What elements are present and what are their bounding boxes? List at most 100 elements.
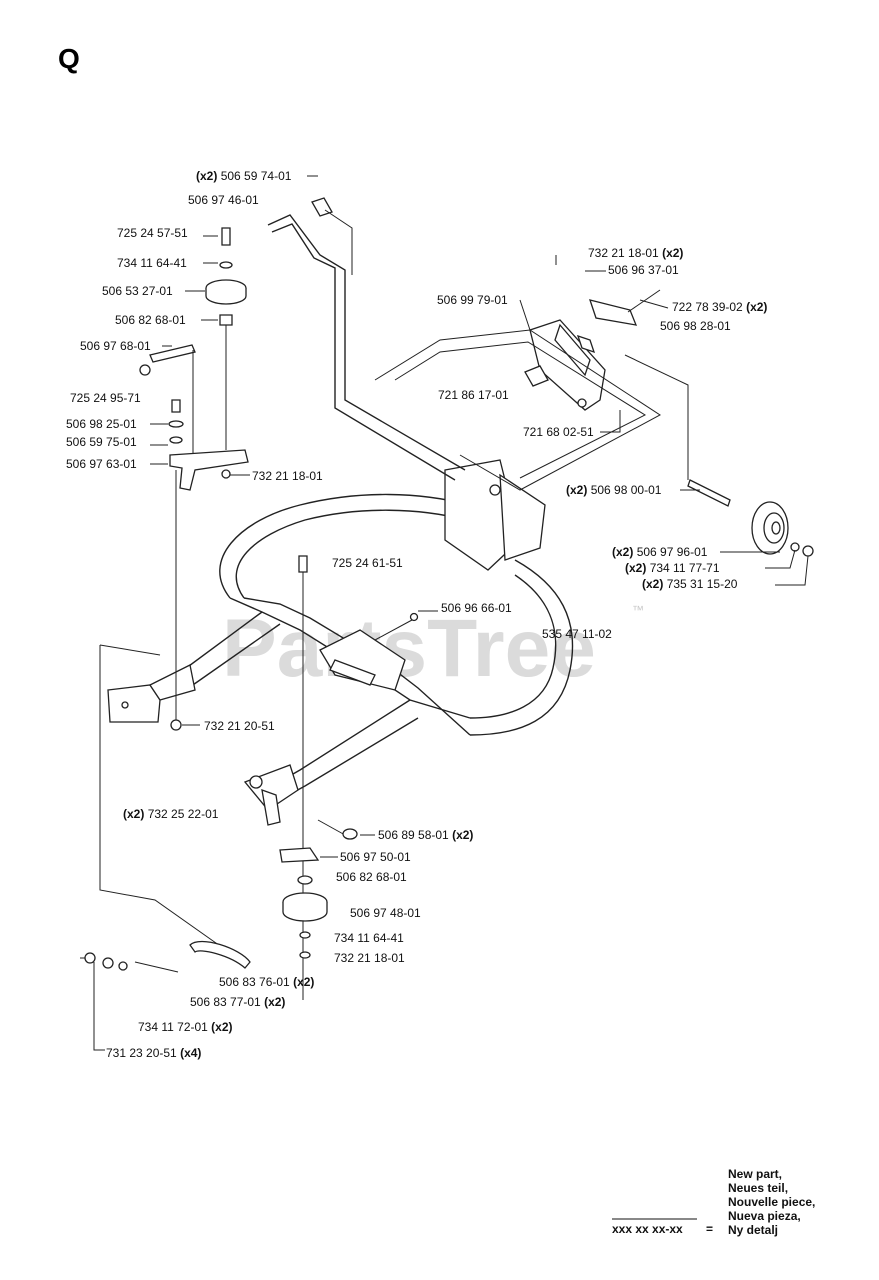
part-label: 731 23 20-51 (x4) (106, 1046, 201, 1060)
rear-wheel (624, 354, 814, 557)
part-number: 506 82 68-01 (336, 870, 407, 884)
quantity-prefix: (x2) (625, 561, 650, 575)
part-number: 506 82 68-01 (115, 313, 186, 327)
part-number: 506 97 68-01 (80, 339, 151, 353)
part-number: 721 86 17-01 (438, 388, 509, 402)
upper-left-pulley (205, 227, 247, 450)
left-mount-bracket (107, 664, 196, 723)
part-number: 506 59 74-01 (221, 169, 292, 183)
part-number: 506 97 50-01 (340, 850, 411, 864)
part-number: 725 24 61-51 (332, 556, 403, 570)
part-label: 506 98 28-01 (660, 319, 731, 333)
part-number: 734 11 77-71 (650, 561, 720, 575)
rear-plate (444, 459, 546, 571)
legend-equals: = (706, 1222, 713, 1236)
quantity-suffix: (x2) (659, 246, 684, 260)
height-adjust-bracket (374, 289, 661, 491)
front-bracket (243, 764, 299, 826)
part-label: 732 21 20-51 (204, 719, 275, 733)
quantity-suffix: (x2) (743, 300, 768, 314)
part-number: 734 11 72-01 (138, 1020, 208, 1034)
part-label: 506 97 48-01 (350, 906, 421, 920)
part-number: 506 97 96-01 (637, 545, 708, 559)
part-label: 506 89 58-01 (x2) (378, 828, 473, 842)
left-nut (170, 719, 182, 731)
part-label: 725 24 61-51 (332, 556, 403, 570)
part-label: 734 11 64-41 (117, 256, 187, 270)
watermark: PartsTree (222, 603, 596, 694)
part-label: 506 96 66-01 (441, 601, 512, 615)
lever-rod (267, 197, 466, 481)
part-number: 506 96 66-01 (441, 601, 512, 615)
part-number: 732 25 22-01 (148, 807, 219, 821)
legend-line-4: Nueva pieza, (728, 1209, 801, 1223)
part-label: 506 83 77-01 (x2) (190, 995, 285, 1009)
part-label: 721 68 02-51 (523, 425, 594, 439)
legend: xxx xx xx-xx = New part, Neues teil, Nou… (612, 1167, 815, 1237)
part-label: 506 96 37-01 (608, 263, 679, 277)
part-label: 732 21 18-01 (334, 951, 405, 965)
part-number: 722 78 39-02 (672, 300, 743, 314)
part-number: 732 21 18-01 (334, 951, 405, 965)
legend-line-3: Nouvelle piece, (728, 1195, 815, 1209)
quantity-suffix: (x4) (177, 1046, 202, 1060)
part-label: 506 99 79-01 (437, 293, 508, 307)
legend-line-2: Neues teil, (728, 1181, 788, 1195)
part-label: 725 24 95-71 (70, 391, 141, 405)
part-number: 731 23 20-51 (106, 1046, 177, 1060)
part-number: 734 11 64-41 (117, 256, 187, 270)
part-label: (x2) 734 11 77-71 (625, 561, 720, 575)
part-label: 734 11 64-41 (334, 931, 404, 945)
part-labels: (x2) 506 59 74-01 506 97 46-01 725 24 57-5… (66, 169, 767, 1060)
part-number: 506 97 48-01 (350, 906, 421, 920)
watermark-trademark: ™ (632, 603, 644, 617)
quantity-prefix: (x2) (123, 807, 148, 821)
part-label: 732 21 18-01 (252, 469, 323, 483)
part-number: 506 89 58-01 (378, 828, 449, 842)
part-label: 506 83 76-01 (x2) (219, 975, 314, 989)
part-number: 506 53 27-01 (102, 284, 173, 298)
part-number: 506 97 46-01 (188, 193, 259, 207)
part-number: 506 98 25-01 (66, 417, 137, 431)
part-number: 732 21 18-01 (252, 469, 323, 483)
part-number: 732 21 20-51 (204, 719, 275, 733)
part-label: 535 47 11-02 (542, 627, 612, 641)
part-number: 721 68 02-51 (523, 425, 594, 439)
part-label: 506 97 46-01 (188, 193, 259, 207)
page-letter: Q (58, 43, 80, 74)
part-number: 535 47 11-02 (542, 627, 612, 641)
legend-code: xxx xx xx-xx (612, 1222, 683, 1236)
quantity-suffix: (x2) (208, 1020, 233, 1034)
lower-pulley (279, 847, 328, 959)
part-number: 725 24 57-51 (117, 226, 188, 240)
part-number: 725 24 95-71 (70, 391, 141, 405)
quantity-prefix: (x2) (642, 577, 667, 591)
legend-line-5: Ny detalj (728, 1223, 778, 1237)
center-clamp (319, 612, 419, 691)
part-label: 721 86 17-01 (438, 388, 509, 402)
part-label: 506 82 68-01 (115, 313, 186, 327)
part-label: 506 82 68-01 (336, 870, 407, 884)
idler-arm (139, 344, 249, 491)
part-number: 506 99 79-01 (437, 293, 508, 307)
center-bolt (298, 555, 308, 573)
part-number: 506 97 63-01 (66, 457, 137, 471)
part-number: 734 11 64-41 (334, 931, 404, 945)
part-label: 506 59 75-01 (66, 435, 137, 449)
quantity-prefix: (x2) (196, 169, 221, 183)
quantity-prefix: (x2) (566, 483, 591, 497)
part-label: 506 97 68-01 (80, 339, 151, 353)
front-bolt-pair (317, 819, 358, 840)
part-number: 506 96 37-01 (608, 263, 679, 277)
legend-line-1: New part, (728, 1167, 782, 1181)
part-number: 506 83 76-01 (219, 975, 290, 989)
part-label: 506 97 50-01 (340, 850, 411, 864)
part-number: 506 98 00-01 (591, 483, 662, 497)
part-label: (x2) 732 25 22-01 (123, 807, 219, 821)
part-label: 734 11 72-01 (x2) (138, 1020, 233, 1034)
tension-spring (80, 644, 251, 1051)
part-number: 506 83 77-01 (190, 995, 261, 1009)
quantity-prefix: (x2) (612, 545, 637, 559)
quantity-suffix: (x2) (449, 828, 474, 842)
